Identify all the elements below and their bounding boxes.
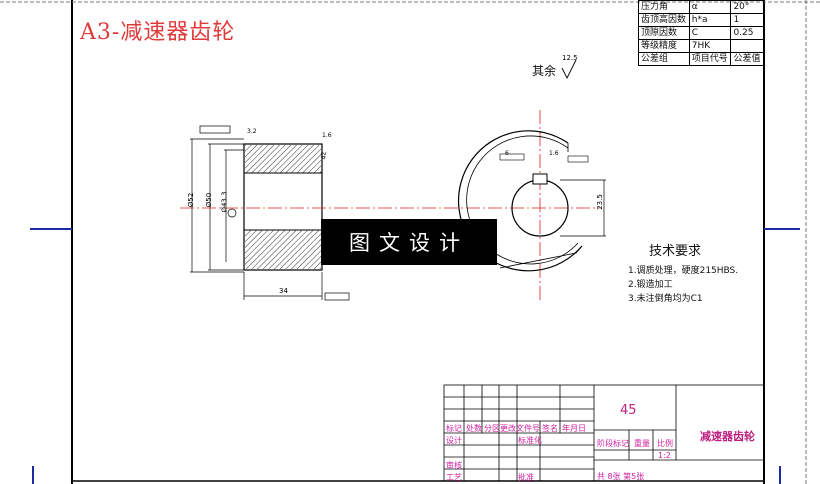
- tb-row-label: 设计: [446, 436, 462, 445]
- tb-stage-cell: 阶段标记: [597, 439, 629, 448]
- param-row: 顶隙因数 C 0.25: [638, 26, 764, 40]
- param-cell: 压力角: [638, 0, 690, 14]
- tb-header-cell: 年月日: [562, 424, 586, 433]
- param-row: 齿顶高因数 h*a 1: [638, 13, 764, 27]
- tb-scale: 1:2: [658, 451, 671, 460]
- dim-key-depth: 23.5: [595, 194, 604, 210]
- tb-header-cell: 更改文件号: [500, 424, 540, 433]
- tb-row-label: 标准化: [518, 436, 542, 445]
- tb-row-label: 审核: [446, 461, 462, 470]
- param-cell: 顶隙因数: [638, 26, 690, 40]
- dim-width: 34: [279, 287, 288, 295]
- title-block-grid: [443, 384, 765, 482]
- part-name: 减速器齿轮: [700, 430, 755, 443]
- dim-chamfer: 42: [320, 151, 328, 160]
- tb-header-cell: 标记: [446, 424, 462, 433]
- param-cell: C: [688, 26, 732, 40]
- param-cell: 1: [730, 13, 764, 27]
- param-cell: 公差组: [638, 52, 690, 66]
- param-cell: 齿顶高因数: [638, 13, 690, 27]
- tech-requirements-title: 技术要求: [649, 244, 702, 259]
- surface-mark: 3.2: [247, 128, 257, 135]
- tech-requirement-item: 2.锻造加工: [628, 280, 673, 290]
- hatch-top: [245, 145, 321, 173]
- param-row: 公差组 项目代号 公差值: [638, 52, 764, 66]
- dim-keyway: 6: [505, 150, 509, 157]
- roughness-symbol: [561, 59, 577, 80]
- tech-requirement-item: 1.调质处理，硬度215HBS.: [628, 266, 739, 276]
- param-cell: 公差值: [730, 52, 764, 66]
- roughness-value: 12.5: [562, 54, 578, 62]
- gear-parameter-table: 压力角 α 20° 齿顶高因数 h*a 1 顶隙因数 C 0.25 等级精度 7…: [638, 0, 764, 66]
- tb-header-cell: 签名: [542, 424, 558, 433]
- tb-row-label: 批准: [518, 473, 534, 482]
- param-cell: [730, 39, 764, 53]
- material-label: 45: [620, 403, 637, 418]
- param-cell: 等级精度: [638, 39, 690, 53]
- surface-mark: 1.6: [322, 132, 332, 139]
- tb-stage-cell: 比例: [657, 439, 673, 448]
- side-view: [457, 130, 606, 272]
- tb-sheet-info: 共 8张 第5张: [597, 472, 645, 481]
- tech-requirement-item: 3.未注倒角均为C1: [628, 294, 703, 304]
- param-cell: h*a: [688, 13, 732, 27]
- tb-stage-cell: 重量: [634, 439, 650, 448]
- param-cell: 20°: [730, 0, 764, 14]
- hatch-bottom: [245, 230, 321, 269]
- param-cell: 7HK: [688, 39, 732, 53]
- section-view: [190, 125, 350, 301]
- tb-header-cell: 处数: [466, 424, 482, 433]
- tb-header-cell: 分区: [484, 424, 500, 433]
- param-row: 压力角 α 20°: [638, 0, 764, 14]
- dim-bore-diameter: Ø43.3: [220, 191, 229, 213]
- param-row: 等级精度 7HK: [638, 39, 764, 53]
- param-cell: 项目代号: [688, 52, 732, 66]
- sheet-title: A3-减速器齿轮: [80, 20, 236, 45]
- surface-mark: 1.6: [549, 150, 559, 157]
- tb-row-label: 工艺: [446, 473, 462, 482]
- dim-outer-diameter: Ø52: [187, 192, 196, 208]
- param-cell: 0.25: [730, 26, 764, 40]
- roughness-note: 其余: [532, 64, 557, 78]
- dim-mid-diameter: Ø50: [205, 192, 214, 208]
- watermark-banner: 图文设计: [321, 219, 497, 265]
- param-cell: α: [688, 0, 732, 14]
